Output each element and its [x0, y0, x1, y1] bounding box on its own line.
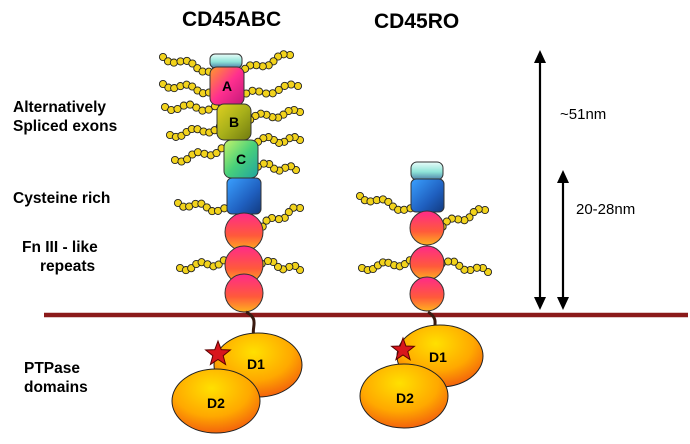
cap-domain: [209, 53, 243, 69]
label-spliced-exons: Spliced exons: [13, 118, 118, 135]
glycan-chain: [165, 122, 224, 141]
fn3-repeat: [409, 245, 445, 281]
glycan-chain: [175, 256, 228, 275]
d2-label: D2: [207, 395, 225, 411]
glycan-bead: [274, 85, 283, 94]
label-repeats: repeats: [40, 258, 96, 275]
glycan-bead: [173, 104, 182, 114]
glycan-bead: [258, 62, 267, 71]
d2-label: D2: [396, 390, 414, 406]
glycan-chain: [253, 159, 301, 175]
glycan-bead: [455, 261, 464, 270]
d1-label: D1: [429, 349, 447, 365]
glycan-bead: [188, 59, 197, 68]
glycan-bead: [170, 155, 180, 165]
cysteine-rich-block: [410, 178, 445, 213]
length-arrow-long: [534, 50, 546, 310]
exon-b-label: B: [229, 114, 239, 130]
glycan-bead: [212, 148, 221, 158]
glycan-chain: [437, 257, 493, 277]
glycan-chain: [160, 100, 220, 115]
label-domains: domains: [24, 379, 88, 396]
glycan-bead: [284, 208, 293, 217]
label-cysteine-rich: Cysteine rich: [13, 190, 111, 207]
glycan-bead: [187, 264, 196, 273]
label-alternatively: Alternatively: [13, 99, 107, 116]
glycan-bead: [255, 87, 264, 96]
glycan-chain: [170, 144, 226, 166]
measure-20-28nm: 20-28nm: [576, 201, 636, 218]
glycan-chain: [355, 191, 415, 214]
length-arrow-short: [557, 170, 569, 310]
d1-label: D1: [247, 356, 265, 372]
measure-51nm: ~51nm: [560, 106, 607, 123]
label-fn3-like: Fn III - like: [22, 239, 98, 256]
catalytic-site-star-icon: [204, 339, 232, 366]
fn3-repeat: [409, 276, 445, 312]
glycan-bead: [270, 164, 279, 173]
title-cd45abc: CD45ABC: [182, 8, 282, 31]
title-cd45ro: CD45RO: [374, 10, 460, 33]
glycan-bead: [274, 215, 283, 224]
fn3-repeat: [224, 273, 264, 313]
glycan-bead: [197, 199, 206, 208]
glycan-chain: [246, 105, 305, 124]
fn3-repeat: [409, 210, 445, 246]
glycan-bead: [268, 89, 277, 98]
glycan-bead: [295, 203, 305, 213]
glycan-chain: [173, 198, 229, 216]
glycan-bead: [280, 81, 289, 90]
arrow-head-down: [557, 297, 569, 310]
catalytic-site-star-icon: [390, 336, 416, 361]
glycan-bead: [188, 82, 197, 91]
glycan-chain: [253, 133, 305, 147]
cysteine-rich-block: [226, 177, 262, 215]
glycan-chain: [257, 256, 305, 275]
glycan-bead: [204, 105, 213, 114]
glycan-bead: [469, 208, 478, 217]
glycan-chain: [438, 205, 490, 231]
glycan-bead: [214, 260, 223, 269]
glycan-bead: [273, 262, 283, 271]
glycan-bead: [193, 148, 202, 157]
arrow-head-up: [534, 50, 546, 63]
glycan-bead: [158, 52, 168, 62]
exon-c-label: C: [236, 151, 246, 167]
glycan-bead: [274, 52, 283, 61]
glycan-chain: [357, 256, 414, 275]
glycan-chain: [258, 203, 305, 231]
arrow-head-up: [557, 170, 569, 183]
glycan-chain: [236, 50, 295, 78]
glycan-bead: [169, 58, 178, 67]
cap-domain: [410, 161, 444, 181]
glycan-bead: [293, 81, 303, 91]
fn3-repeat: [224, 212, 264, 252]
label-ptpase: PTPase: [24, 360, 81, 377]
exon-a-label: A: [222, 78, 232, 94]
glycan-bead: [183, 155, 192, 164]
glycan-bead: [262, 216, 271, 225]
arrow-head-down: [534, 297, 546, 310]
glycan-chain: [236, 80, 303, 102]
d2-domain: [359, 363, 449, 429]
d2-domain: [171, 368, 261, 434]
glycan-bead: [262, 89, 271, 98]
